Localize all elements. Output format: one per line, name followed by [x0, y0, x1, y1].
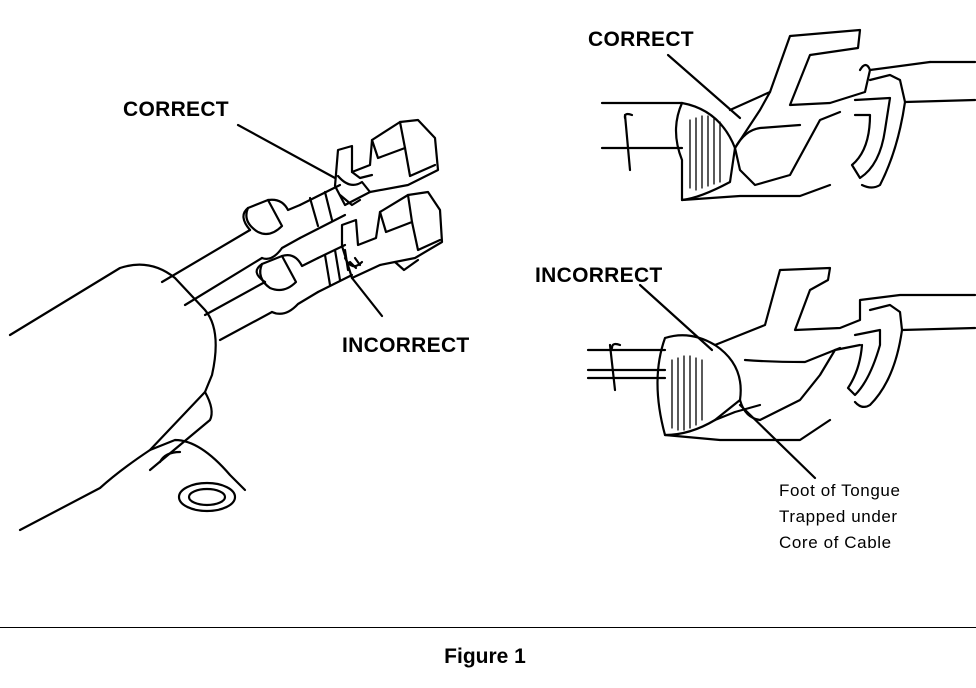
housing-mount-hole	[177, 481, 237, 513]
leader-foot-of-tongue	[738, 403, 817, 480]
upper-terminal-correct	[333, 118, 440, 207]
lower-terminal-incorrect	[340, 190, 444, 280]
note-line-2: Trapped under	[779, 507, 898, 526]
leader-left-incorrect	[350, 276, 384, 318]
leader-right-correct	[666, 53, 742, 120]
left-correct-label: CORRECT	[123, 98, 229, 121]
foot-of-tongue-note: Foot of Tongue Trapped under Core of Cab…	[779, 478, 901, 556]
caption-divider	[0, 627, 976, 628]
cable-core-incorrect	[656, 334, 742, 437]
upper-cable	[160, 228, 252, 284]
incorrect-crimp-detail	[586, 266, 976, 442]
connector-housing	[8, 263, 217, 532]
lower-cable	[203, 280, 267, 317]
leader-left-correct	[236, 123, 337, 180]
left-incorrect-label: INCORRECT	[342, 334, 470, 357]
correct-crimp-detail	[600, 28, 976, 202]
right-correct-label: CORRECT	[588, 28, 694, 51]
leader-right-incorrect	[638, 283, 714, 352]
note-line-3: Core of Cable	[779, 533, 892, 552]
connector-assembly-drawing	[8, 118, 444, 532]
figure-caption: Figure 1	[444, 645, 526, 668]
note-line-1: Foot of Tongue	[779, 481, 901, 500]
cable-core-correct	[674, 101, 737, 202]
right-incorrect-label: INCORRECT	[535, 264, 663, 287]
